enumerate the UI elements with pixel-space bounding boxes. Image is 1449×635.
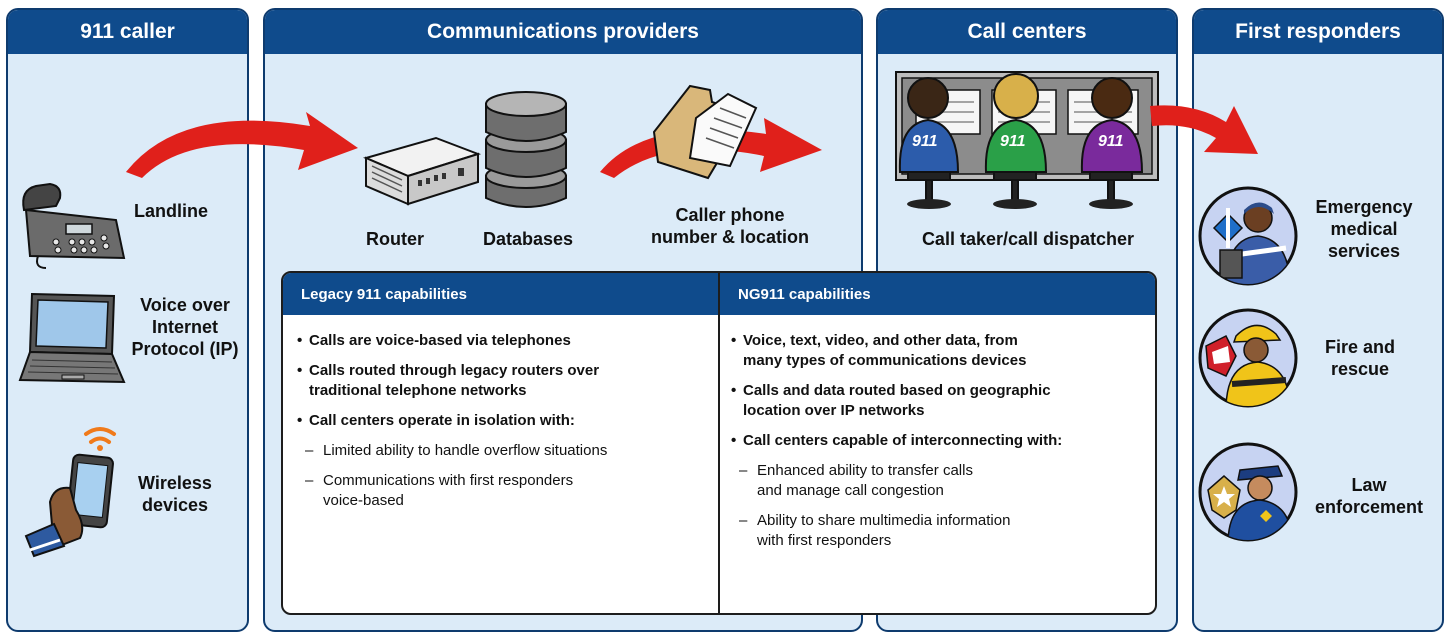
badge-911-2: 911 [1000, 133, 1026, 150]
label-dispatcher: Call taker/call dispatcher [921, 229, 1135, 249]
panel-title-responders: First responders [1194, 10, 1442, 54]
label-law: Law enforcement [1314, 475, 1424, 517]
list-subitem: –Ability to share multimedia information… [739, 512, 1011, 549]
label-landline: Landline [134, 201, 209, 221]
label-voip: Voice over Internet Protocol (IP) [131, 295, 239, 359]
ng911-capabilities-list: •Voice, text, video, and other data, fro… [731, 331, 1151, 561]
router-icon [363, 136, 482, 206]
dispatchers-icon: 911 911 911 [895, 71, 1159, 209]
police-icon [1198, 442, 1298, 542]
list-item: •Calls are voice-based via telephones [297, 332, 571, 349]
database-icon [485, 91, 567, 208]
list-item: •Call centers capable of interconnecting… [731, 432, 1063, 449]
label-caller-info: Caller phone number & location [650, 205, 809, 247]
label-fire: Fire and rescue [1324, 337, 1395, 379]
ng911-capabilities-title: NG911 capabilities [720, 273, 1155, 315]
smartphone-icon [24, 427, 116, 558]
list-item: •Call centers operate in isolation with: [297, 412, 575, 429]
panel-title-call-centers: Call centers [878, 10, 1176, 54]
label-ems: Emergency medical services [1315, 197, 1413, 261]
label-wireless: Wireless devices [138, 473, 212, 515]
badge-911-1: 911 [912, 133, 938, 150]
desk-phone-icon [22, 182, 126, 269]
ems-icon [1198, 186, 1298, 286]
list-item: •Voice, text, video, and other data, fro… [731, 332, 1027, 369]
capabilities-table: Legacy 911 capabilities NG911 capabiliti… [281, 271, 1157, 615]
legacy-capabilities-list: •Calls are voice-based via telephones •C… [297, 331, 707, 521]
panel-title-providers: Communications providers [265, 10, 861, 54]
panel-title-caller: 911 caller [8, 10, 247, 54]
list-item: •Calls and data routed based on geograph… [731, 382, 1051, 419]
label-router: Router [366, 229, 424, 249]
red-arrow-icon [1150, 105, 1258, 154]
badge-911-3: 911 [1098, 133, 1124, 150]
laptop-icon [18, 292, 126, 384]
legacy-capabilities-title: Legacy 911 capabilities [283, 273, 719, 315]
documents-icon [652, 84, 758, 180]
list-subitem: –Limited ability to handle overflow situ… [305, 442, 608, 459]
label-databases: Databases [483, 229, 574, 249]
red-arrow-icon [126, 112, 358, 178]
list-item: •Calls routed through legacy routers ove… [297, 362, 600, 399]
table-divider [718, 273, 720, 613]
firefighter-icon [1198, 308, 1298, 408]
